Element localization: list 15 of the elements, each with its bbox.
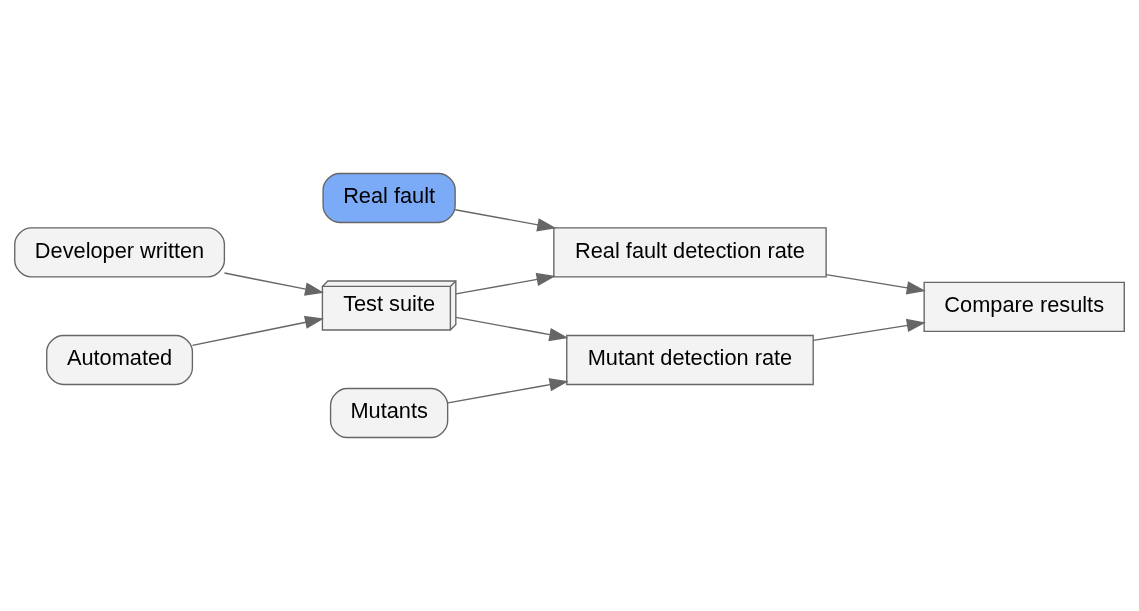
arrow xyxy=(812,318,926,342)
arrow xyxy=(454,209,557,232)
arrow xyxy=(191,315,324,347)
arrow xyxy=(455,272,556,295)
node-box: Real fault detection rate xyxy=(553,227,827,278)
node-box: Mutants xyxy=(329,387,449,439)
node-box: Compare results xyxy=(923,281,1125,333)
node-box: Real fault xyxy=(322,172,456,224)
arrow xyxy=(455,316,569,342)
arrow xyxy=(447,378,569,404)
node-box: Automated xyxy=(46,334,194,386)
arrow xyxy=(223,272,325,296)
node-box: Developer written xyxy=(14,227,226,278)
arrow xyxy=(825,273,926,295)
node-box: Mutant detection rate xyxy=(566,334,814,386)
